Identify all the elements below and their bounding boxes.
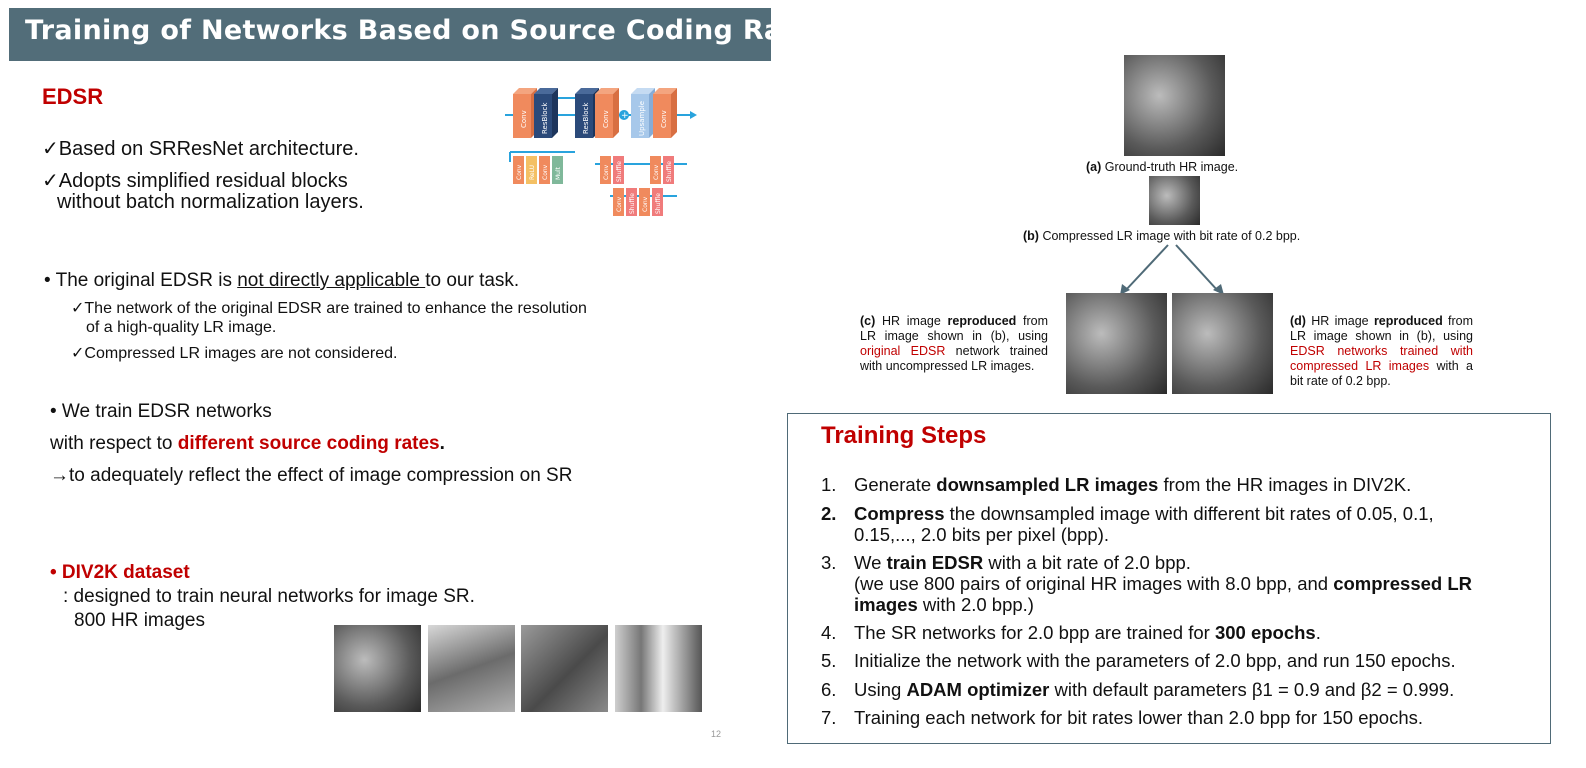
res-block-detail: Conv ReLU Conv Mult: [513, 156, 563, 184]
svg-text:Conv: Conv: [616, 196, 623, 212]
svg-text:Conv: Conv: [542, 164, 549, 180]
div2k-sample-lion-image: [428, 625, 515, 712]
svg-text:Shuffle: Shuffle: [666, 161, 673, 182]
svg-text:ResBlock: ResBlock: [582, 102, 590, 134]
check-item-2: ✓Adopts simplified residual blocks: [42, 168, 348, 193]
div2k-heading: • DIV2K dataset: [50, 562, 190, 583]
svg-text:Conv: Conv: [602, 110, 610, 128]
check-icon: ✓: [42, 168, 59, 192]
svg-text:Shuffle: Shuffle: [616, 161, 623, 182]
reproduced-image-original-edsr: [1066, 293, 1167, 394]
arrow-head-icon: [1213, 284, 1224, 295]
div2k-sample-face-image: [521, 625, 608, 712]
upsample-detail-2: Conv Shuffle Conv Shuffle: [613, 188, 663, 216]
check-icon: ✓: [71, 343, 85, 362]
block-conv-3: Conv: [653, 88, 677, 138]
applicability-bullet: • The original EDSR is not directly appl…: [44, 270, 520, 291]
svg-text:Conv: Conv: [660, 110, 668, 128]
svg-text:ResBlock: ResBlock: [541, 102, 549, 134]
train-line-3: →to adequately reflect the effect of ima…: [50, 465, 573, 486]
slide-title: Training of Networks Based on Source Cod…: [25, 15, 831, 46]
svg-text:Shuffle: Shuffle: [629, 193, 636, 214]
div2k-sample-bridge-image: [615, 625, 702, 712]
arrow-head-icon: [690, 111, 697, 119]
svg-text:Upsample: Upsample: [638, 101, 646, 136]
edsr-heading: EDSR: [42, 84, 104, 109]
check-item-1: ✓Based on SRResNet architecture.: [42, 136, 359, 161]
ground-truth-hr-image: [1124, 55, 1225, 156]
edsr-architecture-diagram: + Conv ResBlock ResBlock Conv Upsample C…: [505, 88, 697, 216]
check-item-1-text: Based on SRResNet architecture.: [58, 138, 359, 160]
block-resblock-1: ResBlock: [534, 88, 558, 138]
svg-text:Mult: Mult: [555, 166, 562, 180]
training-steps-title: Training Steps: [821, 422, 987, 449]
arrow-head-icon: [1120, 284, 1130, 295]
not-applicable-text: not directly applicable: [237, 270, 426, 291]
branch-arrows: [1120, 244, 1224, 295]
title-bar: [9, 8, 771, 61]
compressed-lr-image: [1149, 176, 1200, 225]
applicability-sub-2: ✓Compressed LR images are not considered…: [71, 343, 398, 362]
train-line-1: • We train EDSR networks: [50, 401, 272, 422]
train-line-2: with respect to different source coding …: [50, 433, 445, 454]
div2k-sample-fruits-image: [334, 625, 421, 712]
svg-text:Shuffle: Shuffle: [655, 193, 662, 214]
svg-text:Conv: Conv: [516, 164, 523, 180]
svg-text:Conv: Conv: [603, 164, 610, 180]
caption-a: (a) Ground-truth HR image.: [1086, 160, 1239, 174]
check-icon: ✓: [42, 136, 59, 160]
upsample-detail-1: Conv Shuffle Conv Shuffle: [600, 156, 674, 184]
training-steps-box: [787, 413, 1551, 744]
reproduced-image-compressed-edsr: [1172, 293, 1273, 394]
div2k-description: : designed to train neural networks for …: [63, 586, 475, 607]
svg-text:Conv: Conv: [653, 164, 660, 180]
page-number: 12: [711, 729, 722, 739]
applicability-sub-1-cont: of a high-quality LR image.: [86, 319, 277, 336]
svg-text:Conv: Conv: [642, 196, 649, 212]
div2k-count: 800 HR images: [74, 610, 205, 631]
caption-b: (b) Compressed LR image with bit rate of…: [1023, 229, 1301, 243]
block-upsample: Upsample: [631, 88, 655, 138]
add-node-icon: [619, 110, 629, 120]
check-icon: ✓: [71, 298, 85, 317]
caption-c: (c) HR image reproduced from LR image sh…: [860, 314, 1048, 373]
check-item-2-text: Adopts simplified residual blocks: [58, 170, 348, 192]
block-conv-1: Conv: [513, 88, 537, 138]
svg-text:ReLU: ReLU: [529, 165, 536, 180]
block-conv-2: Conv: [595, 88, 619, 138]
svg-text:+: +: [621, 111, 629, 121]
caption-d: (d) HR image reproduced from LR image sh…: [1290, 314, 1473, 388]
svg-text:Conv: Conv: [520, 110, 528, 128]
applicability-sub-1: ✓The network of the original EDSR are tr…: [71, 298, 587, 317]
check-item-2-cont: without batch normalization layers.: [57, 191, 364, 213]
source-coding-rates-text: different source coding rates: [177, 433, 440, 454]
